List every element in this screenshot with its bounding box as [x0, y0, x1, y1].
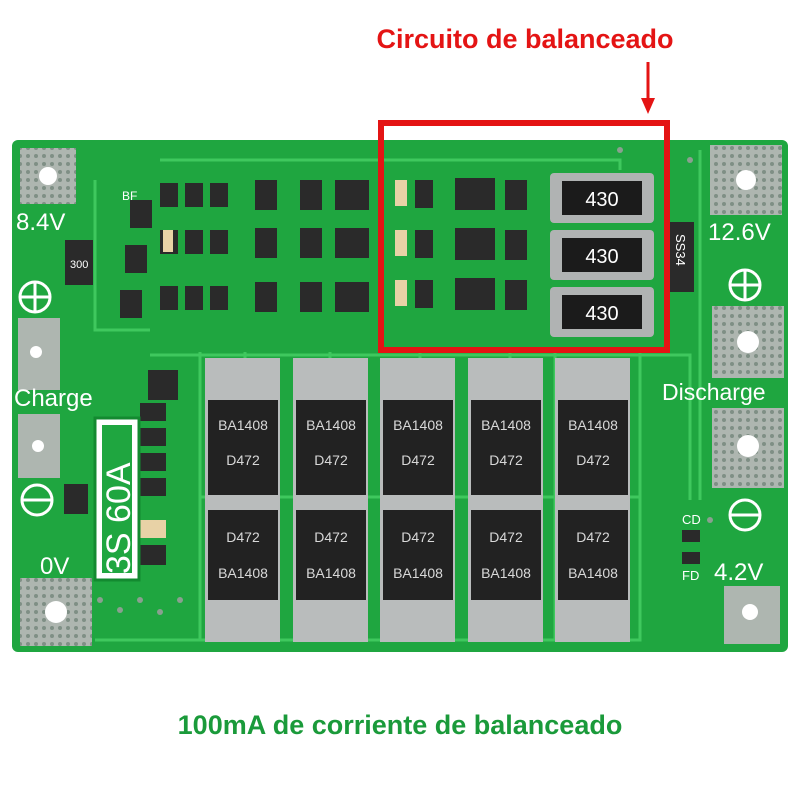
callout-arrow-icon	[641, 98, 655, 114]
mosfet-marking: BA1408	[218, 565, 268, 581]
label-12-6v: 12.6V	[708, 219, 771, 246]
label-r300: 300	[70, 259, 88, 271]
mosfet-marking: BA1408	[481, 417, 531, 433]
balancing-current-caption: 100mA de corriente de balanceado	[177, 710, 623, 740]
shunt-value: 430	[585, 303, 618, 325]
solder-pads	[18, 145, 784, 646]
mosfet-marking: D472	[576, 529, 610, 545]
mosfet-marking: D472	[489, 529, 523, 545]
label-0v: 0V	[40, 553, 69, 580]
polarity-symbols	[18, 268, 762, 532]
label-rating: 3S 60A	[100, 462, 138, 574]
mosfet-marking: BA1408	[393, 565, 443, 581]
shunt-value: 430	[585, 189, 618, 211]
mosfet-marking: BA1408	[481, 565, 531, 581]
label-cd: CD	[682, 512, 701, 527]
label-diode: SS34	[673, 234, 688, 266]
mosfet-marking: D472	[314, 452, 348, 468]
mosfet-marking: BA1408	[218, 417, 268, 433]
mosfet-marking: D472	[576, 452, 610, 468]
mosfet-marking: D472	[314, 529, 348, 545]
mosfet-marking: BA1408	[306, 565, 356, 581]
mosfet-marking: D472	[226, 452, 260, 468]
shunt-resistors	[550, 173, 654, 337]
mosfet-marking: D472	[401, 529, 435, 545]
shunt-value: 430	[585, 246, 618, 268]
mosfet-row-bottom	[205, 500, 630, 642]
mosfet-marking: D472	[401, 452, 435, 468]
mosfet-marking: BA1408	[393, 417, 443, 433]
mosfet-marking: D472	[489, 452, 523, 468]
mosfet-row-top	[205, 358, 630, 500]
balancing-circuit-highlight	[378, 120, 670, 353]
mosfet-marking: BA1408	[568, 417, 618, 433]
label-discharge: Discharge	[662, 379, 766, 405]
diode-ss34	[668, 222, 694, 292]
mosfet-marking: BA1408	[306, 417, 356, 433]
mosfet-marking: D472	[226, 529, 260, 545]
smd-components	[64, 178, 700, 565]
vias	[97, 147, 713, 615]
label-8-4v: 8.4V	[16, 209, 65, 236]
label-bf: BF	[122, 189, 137, 203]
label-4-2v: 4.2V	[714, 559, 763, 586]
label-charge: Charge	[14, 385, 93, 412]
mosfet-marking: BA1408	[568, 565, 618, 581]
balancing-circuit-callout: Circuito de balanceado	[376, 24, 674, 54]
label-fd: FD	[682, 568, 699, 583]
